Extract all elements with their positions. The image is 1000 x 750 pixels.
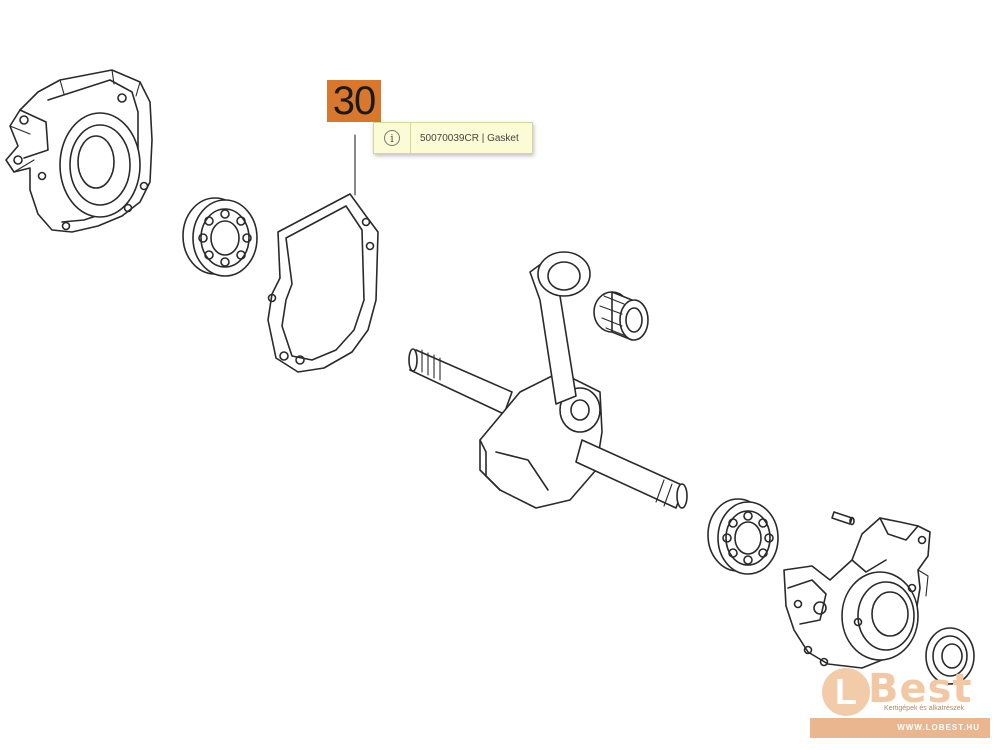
- oil-seal: [925, 627, 975, 685]
- watermark-logo-mark: L: [822, 668, 870, 716]
- tooltip-text: 50070039CR | Gasket: [420, 132, 519, 144]
- crankshaft: [408, 251, 688, 509]
- gasket-part: [267, 134, 379, 373]
- watermark-tagline: Kertigépek és alkatrészek: [884, 705, 965, 712]
- tooltip-divider: [410, 122, 411, 154]
- info-icon: i: [384, 130, 400, 146]
- needle-bearing: [593, 291, 649, 341]
- part-callout-number[interactable]: 30: [327, 80, 381, 122]
- left-main-bearing: [182, 197, 258, 277]
- watermark-url: WWW.LOBEST.HU: [810, 718, 990, 738]
- part-tooltip: i 50070039CR | Gasket: [373, 122, 533, 154]
- right-crankcase-half: [783, 517, 931, 669]
- left-crankcase-half: [5, 69, 153, 233]
- lobest-watermark: L Best Kertigépek és alkatrészek WWW.LOB…: [810, 662, 990, 740]
- watermark-brand: Best: [868, 666, 973, 712]
- right-main-bearing: [707, 498, 779, 575]
- dowel-pin: [831, 511, 855, 526]
